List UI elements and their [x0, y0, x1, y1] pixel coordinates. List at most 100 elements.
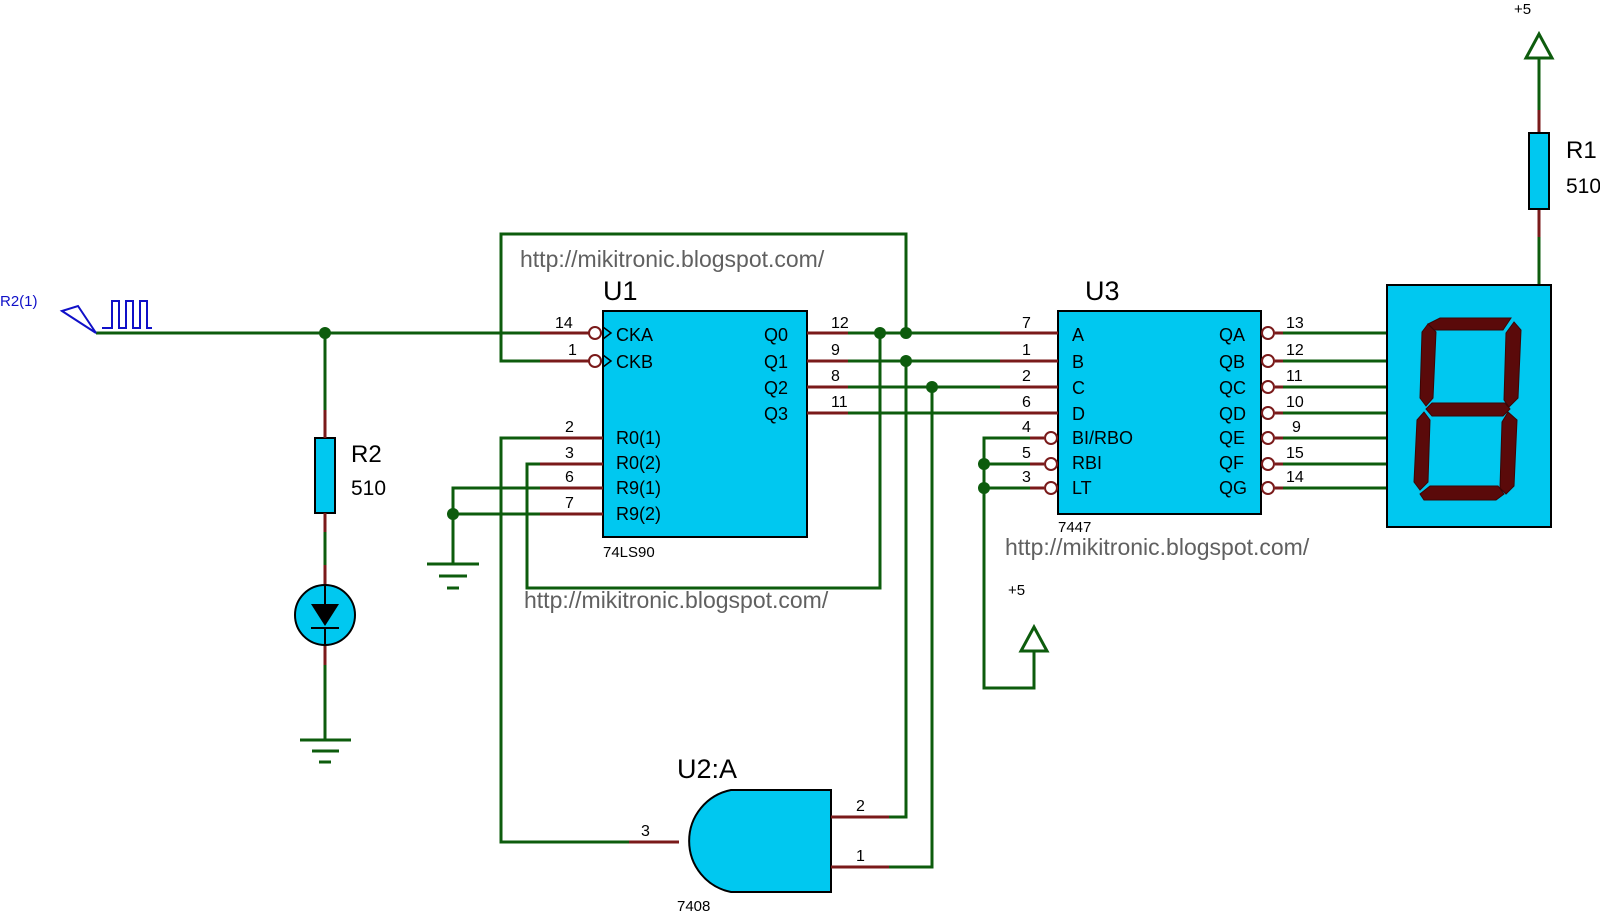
u3-part: 7447 — [1058, 519, 1091, 536]
u3-pin-name: RBI — [1072, 453, 1102, 473]
u1-pin-number: 8 — [831, 368, 840, 385]
junctions — [319, 327, 990, 520]
chip-u1: U1 74LS90 CKA CKB R0(1) R0(2) R9(1) R9(2… — [540, 276, 849, 561]
u3-pin-number: 3 — [1022, 469, 1031, 486]
junction-clock-r2 — [319, 327, 331, 339]
junction-r9-ground — [447, 508, 459, 520]
u3-pin-name: QF — [1219, 453, 1244, 473]
u1-pin-name: CKA — [616, 325, 653, 345]
u1-pin-name: R9(2) — [616, 504, 661, 524]
ground-led — [300, 728, 351, 764]
and-input2-wire — [889, 361, 908, 819]
u3-pin-number: 6 — [1022, 394, 1031, 411]
u2-and-gate-body — [688, 789, 832, 893]
u3-pin-name: QA — [1219, 325, 1245, 345]
u2-pin-number: 3 — [641, 823, 650, 840]
u1-cka-bubble — [588, 326, 602, 340]
u1-pin-name: R0(2) — [616, 453, 661, 473]
and-input1-wire — [889, 387, 934, 869]
power-u3: +5 — [1008, 582, 1050, 653]
and-output-wire — [499, 436, 629, 844]
u3-pin-name: QE — [1219, 428, 1245, 448]
junction-q0-feedback — [900, 327, 912, 339]
wires — [96, 58, 1541, 869]
u3-pin-name: QC — [1219, 378, 1246, 398]
u1-clock-edge-icon — [602, 326, 613, 368]
gate-u2a: U2:A 3 2 1 7408 — [629, 754, 889, 911]
square-wave-icon — [102, 300, 152, 329]
segment-d — [1419, 485, 1505, 501]
u1-pin-number: 2 — [565, 419, 574, 436]
watermark-text: http://mikitronic.blogspot.com/ — [520, 246, 825, 272]
led-d1 — [294, 565, 356, 665]
u3-pin-name: B — [1072, 352, 1084, 372]
u3-pin-number: 13 — [1286, 315, 1304, 332]
u1-pin-number: 1 — [568, 342, 577, 359]
segment-f — [1419, 323, 1437, 407]
u3-pin-name: LT — [1072, 478, 1092, 498]
u2-part: 7408 — [677, 898, 710, 911]
u2-ref: U2:A — [677, 754, 737, 784]
u1-pin-name: Q0 — [764, 325, 788, 345]
u3-pin-number: 15 — [1286, 445, 1304, 462]
u3-ref: U3 — [1085, 276, 1120, 306]
generator-label: R2(1) — [0, 293, 38, 310]
u3-pin-name: QB — [1219, 352, 1245, 372]
u1-body — [602, 310, 808, 538]
r2-value: 510 — [351, 477, 386, 500]
junction-control-rbi — [978, 458, 990, 470]
u3-pin-name: D — [1072, 404, 1085, 424]
u3-pin-number: 11 — [1286, 368, 1303, 385]
ground-icon — [300, 738, 351, 764]
u3-pin-name: C — [1072, 378, 1085, 398]
segment-g — [1425, 402, 1511, 417]
watermark-text: http://mikitronic.blogspot.com/ — [524, 587, 829, 613]
power-top: +5 — [1514, 1, 1555, 60]
chip-u3: U3 7447 A B C D BI/RBO RBI LT 7 1 2 6 4 … — [1000, 276, 1304, 536]
segment-c — [1499, 411, 1518, 495]
r1-ref: R1 — [1566, 137, 1597, 164]
u1-pin-number: 6 — [565, 469, 574, 486]
clock-generator: R2(1) — [0, 293, 152, 334]
u3-pin-name: QG — [1219, 478, 1247, 498]
u1-pin-number: 12 — [831, 315, 849, 332]
junction-q0-reset — [874, 327, 886, 339]
r2-ref: R2 — [351, 441, 382, 468]
junction-control-lt — [978, 482, 990, 494]
ground-icon — [427, 562, 479, 590]
led-diode-icon — [311, 604, 339, 626]
power-label: +5 — [1008, 582, 1025, 599]
u3-pin-number: 9 — [1292, 419, 1301, 436]
r2-body — [314, 437, 336, 514]
power-arrow-icon — [1523, 30, 1555, 60]
seven-segment-display — [1386, 284, 1552, 528]
u3-pin-name: A — [1072, 325, 1084, 345]
u1-pin-number: 3 — [565, 445, 574, 462]
u1-pin-name: CKB — [616, 352, 653, 372]
u1-pin-name: Q2 — [764, 378, 788, 398]
u3-pin-number: 7 — [1022, 315, 1031, 332]
u3-pin-number: 4 — [1022, 419, 1031, 436]
watermarks: http://mikitronic.blogspot.com/ http://m… — [520, 246, 1310, 613]
u3-body — [1057, 310, 1262, 515]
generator-probe-icon — [59, 304, 97, 334]
junction-q1-and — [900, 355, 912, 367]
u3-pin-number: 2 — [1022, 368, 1031, 385]
u3-pin-name: QD — [1219, 404, 1246, 424]
ground-u1 — [427, 562, 479, 590]
resistor-r2: R2 510 — [314, 410, 386, 532]
u1-pin-number: 14 — [555, 315, 573, 332]
u2-pin-stubs — [629, 815, 889, 869]
u3-inversion-bubbles — [1044, 326, 1275, 495]
u1-pin-number: 11 — [831, 394, 848, 411]
u1-pin-stubs — [540, 331, 848, 516]
u1-pin-name: Q1 — [764, 352, 788, 372]
power-label: +5 — [1514, 1, 1531, 18]
u3-pin-number: 12 — [1286, 342, 1304, 359]
u3-pin-number: 1 — [1022, 342, 1031, 359]
u1-pin-number: 9 — [831, 342, 840, 359]
u3-pin-number: 5 — [1022, 445, 1031, 462]
q0-reset-wire — [525, 333, 882, 590]
r1-body — [1528, 132, 1550, 210]
segment-a — [1427, 317, 1512, 331]
